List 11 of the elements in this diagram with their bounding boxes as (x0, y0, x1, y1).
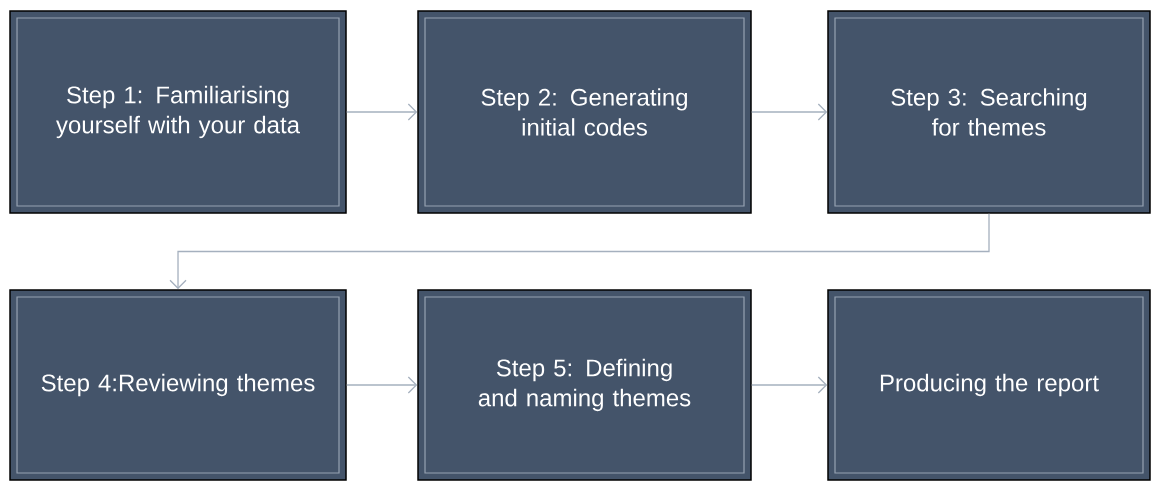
process-box: Step 4:Reviewing themes (9, 289, 347, 481)
arrow (169, 213, 990, 290)
process-box: Step 5: Defining and naming themes (417, 289, 752, 481)
arrow (751, 103, 828, 121)
process-box: Step 1: Familiarising yourself with your data (9, 10, 347, 214)
process-box: Step 3: Searching for themes (827, 10, 1151, 214)
arrow (751, 376, 828, 394)
process-box: Step 2: Generating initial codes (417, 10, 752, 214)
arrow (346, 103, 418, 121)
process-box: Producing the report (827, 289, 1151, 481)
arrow (346, 376, 418, 394)
